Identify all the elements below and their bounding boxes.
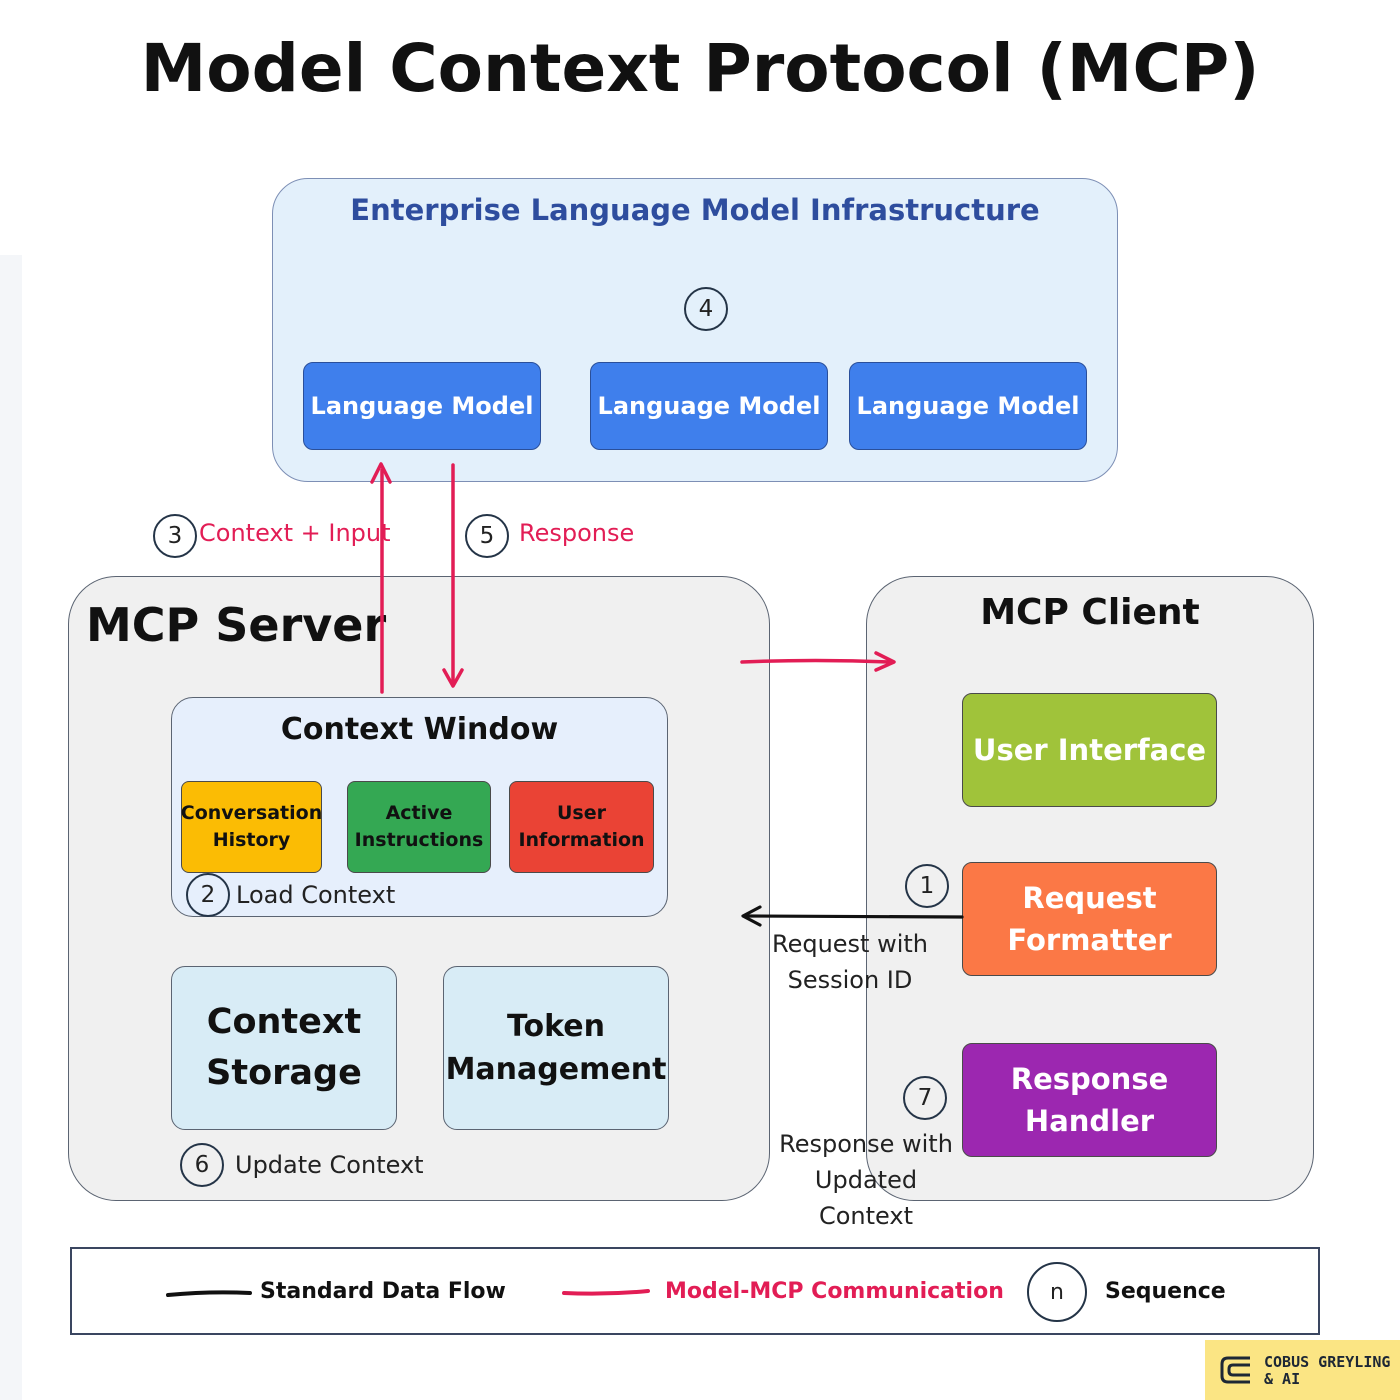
language-model-2: Language Model	[590, 362, 828, 450]
token-management-box: Token Management	[443, 966, 669, 1130]
request-formatter-box: Request Formatter	[962, 862, 1217, 976]
user-information-chip: User Information	[509, 781, 654, 873]
response-label: Response	[519, 519, 635, 547]
server-to-client-arrowhead	[874, 651, 896, 672]
page-title: Model Context Protocol (MCP)	[140, 30, 1260, 107]
step-6-badge: 6	[180, 1143, 224, 1187]
step-4-badge: 4	[684, 287, 728, 331]
legend-box	[70, 1247, 1320, 1335]
language-model-1: Language Model	[303, 362, 541, 450]
left-edge-strip	[0, 255, 22, 1400]
active-instructions-chip: Active Instructions	[347, 781, 491, 873]
server-to-client-arrow	[740, 658, 892, 664]
brand-badge	[1205, 1340, 1400, 1400]
step-3-badge: 3	[153, 514, 197, 558]
legend-sequence-badge: n	[1027, 1262, 1087, 1322]
mcp-client-title: MCP Client	[980, 592, 1200, 633]
context-storage-box: Context Storage	[171, 966, 397, 1130]
context-window-title: Context Window	[280, 712, 559, 747]
mcp-server-title: MCP Server	[86, 598, 387, 652]
context-input-label: Context + Input	[199, 519, 391, 547]
step-2-badge: 2	[186, 873, 230, 917]
brand-text: COBUS GREYLING & AI	[1264, 1353, 1391, 1388]
update-context-label: Update Context	[235, 1151, 424, 1179]
request-session-note: Request with Session ID	[771, 930, 929, 994]
legend-standard-label: Standard Data Flow	[260, 1279, 506, 1304]
response-arrowhead	[442, 668, 464, 688]
brand-logo-icon	[1220, 1356, 1250, 1384]
context-input-arrowhead	[370, 462, 392, 484]
step-5-badge: 5	[465, 514, 509, 558]
legend-sequence-label: Sequence	[1105, 1279, 1226, 1304]
response-updated-note: Response with Updated Context	[779, 1130, 953, 1230]
response-handler-box: Response Handler	[962, 1043, 1217, 1157]
infrastructure-title: Enterprise Language Model Infrastructure	[350, 193, 1040, 227]
step-1-badge: 1	[905, 864, 949, 908]
step-7-badge: 7	[903, 1076, 947, 1120]
language-model-3: Language Model	[849, 362, 1087, 450]
load-context-label: Load Context	[236, 881, 396, 909]
conversation-history-chip: Conversation History	[181, 781, 322, 873]
request-arrow	[744, 914, 964, 919]
legend-model-label: Model-MCP Communication	[665, 1279, 1004, 1304]
request-arrowhead	[741, 905, 762, 927]
user-interface-box: User Interface	[962, 693, 1217, 807]
